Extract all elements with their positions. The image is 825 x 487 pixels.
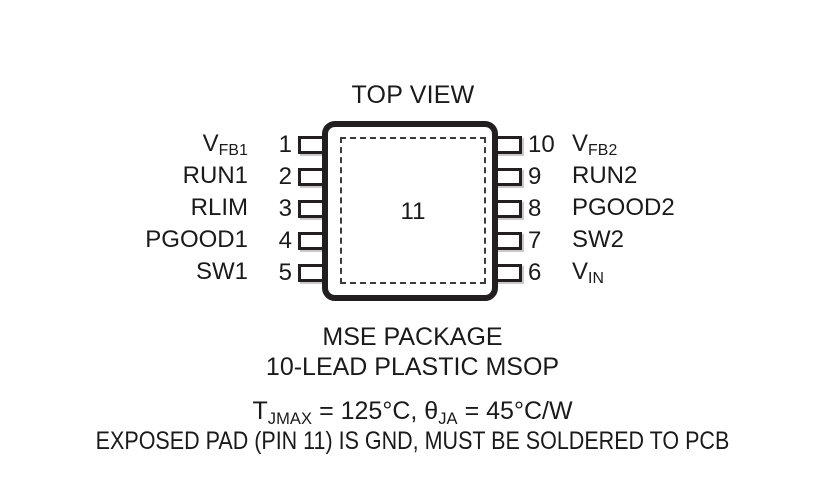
thermal-tjmax-subscript: JMAX bbox=[267, 409, 313, 428]
exposed-pad-outline bbox=[340, 137, 486, 284]
pin-label-row-4: PGOOD1 4 bbox=[0, 226, 292, 254]
thermal-tjmax-symbol: T bbox=[252, 397, 268, 425]
pin-stub-10 bbox=[494, 136, 522, 154]
caption-lead-count: 10-LEAD PLASTIC MSOP bbox=[265, 353, 560, 381]
pin-number-9: 9 bbox=[528, 163, 542, 190]
pin-name-6: VIN bbox=[572, 257, 605, 287]
pin-number-7: 7 bbox=[528, 227, 542, 254]
caption-package-name: MSE PACKAGE bbox=[322, 323, 503, 351]
pin-stub-6 bbox=[494, 264, 522, 282]
pin-label-row-7: 7 SW2 bbox=[528, 226, 825, 254]
thermal-theta-value: = 45°C/W bbox=[457, 397, 573, 425]
pin-name-5: SW1 bbox=[195, 257, 248, 285]
pin-number-6: 6 bbox=[528, 259, 542, 286]
pin-label-row-3: RLIM 3 bbox=[0, 194, 292, 222]
pin-stub-9 bbox=[494, 168, 522, 186]
pin-name-2: RUN1 bbox=[182, 161, 248, 189]
pin-number-3: 3 bbox=[278, 195, 292, 222]
pin-label-row-8: 8 PGOOD2 bbox=[528, 194, 825, 222]
pin-number-2: 2 bbox=[278, 163, 292, 190]
pin-label-row-6: 6 VIN bbox=[528, 258, 825, 287]
exposed-pad-number: 11 bbox=[400, 198, 426, 225]
pin-label-row-2: RUN1 2 bbox=[0, 162, 292, 190]
caption-thermal-specs: TJMAX = 125°C, θJA = 45°C/W bbox=[0, 396, 825, 429]
pin-name-3: RLIM bbox=[190, 193, 248, 221]
thermal-tjmax-value: = 125°C, bbox=[312, 397, 425, 425]
top-view-title: TOP VIEW bbox=[351, 81, 475, 109]
pin-stub-7 bbox=[494, 232, 522, 250]
pin-number-5: 5 bbox=[278, 259, 292, 286]
pin-number-8: 8 bbox=[528, 195, 542, 222]
thermal-theta-subscript: JA bbox=[438, 409, 458, 428]
package-body-outline bbox=[322, 121, 498, 301]
pin-name-1: VFB1 bbox=[202, 129, 248, 159]
pin-label-row-1: VFB1 1 bbox=[0, 130, 292, 159]
pin-name-9: RUN2 bbox=[572, 161, 638, 189]
pin-stub-8 bbox=[494, 200, 522, 218]
caption-exposed-pad-note: EXPOSED PAD (PIN 11) IS GND, MUST BE SOL… bbox=[95, 427, 730, 455]
pin-name-10: VFB2 bbox=[572, 129, 618, 159]
pin-number-4: 4 bbox=[278, 227, 292, 254]
pin-name-4: PGOOD1 bbox=[145, 225, 248, 253]
pin-label-row-5: SW1 5 bbox=[0, 258, 292, 286]
thermal-theta-symbol: θ bbox=[424, 397, 439, 425]
pin-name-7: SW2 bbox=[572, 225, 625, 253]
pin-name-8: PGOOD2 bbox=[572, 193, 675, 221]
pin-number-1: 1 bbox=[278, 131, 292, 158]
pin-number-10: 10 bbox=[528, 131, 555, 158]
pin-label-row-9: 9 RUN2 bbox=[528, 162, 825, 190]
pin-label-row-10: 10 VFB2 bbox=[528, 130, 825, 159]
